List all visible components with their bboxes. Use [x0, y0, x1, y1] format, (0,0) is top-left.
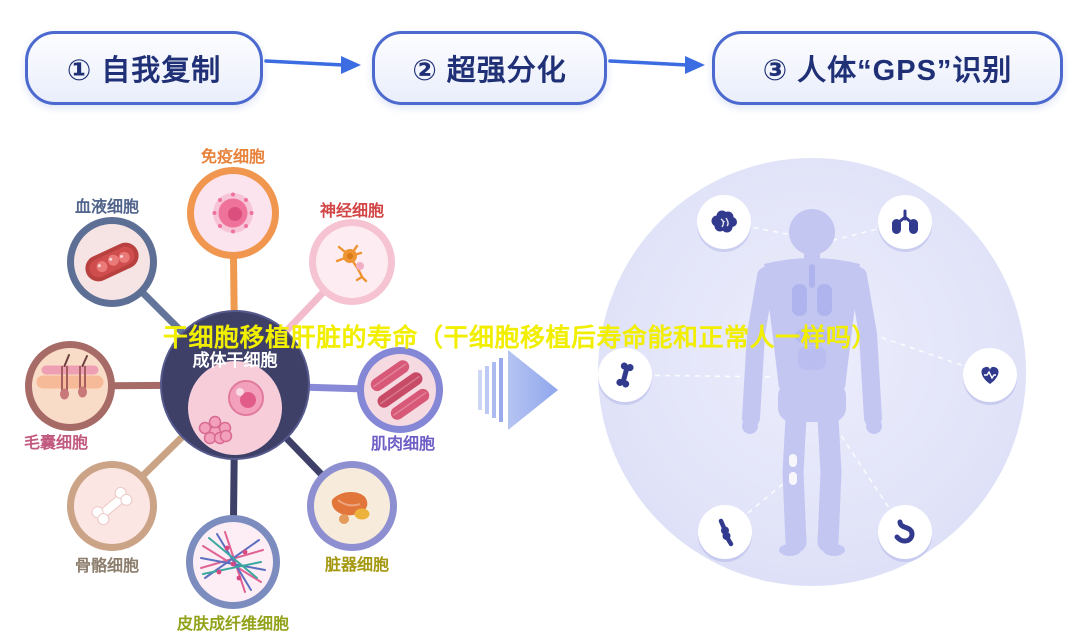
body-organs [792, 264, 832, 370]
hair-follicle-label: 毛囊细胞 [23, 435, 89, 452]
lungs-icon [878, 195, 932, 252]
step-pill-self-replication: ① 自我复制 [25, 31, 263, 105]
organ-cell-label: 脏器细胞 [324, 557, 390, 574]
brain-icon [697, 195, 751, 252]
adult-stem-cell-circle [160, 310, 310, 460]
stomach-icon [878, 505, 932, 562]
page-title: 干细胞移植肝脏的寿命（干细胞移植后寿命能和正常人一样吗） [163, 324, 878, 352]
bone-cell-label: 骨骼细胞 [74, 558, 140, 575]
arrow-right-icon [608, 56, 705, 74]
adult-stem-cell-label: 成体干细胞 [192, 351, 278, 370]
stem-cell-diagram [25, 167, 443, 609]
muscle-cell-circle [357, 347, 443, 433]
joint-icon [698, 505, 752, 562]
transition-arrow-icon [478, 350, 558, 430]
bone-cell-circle [67, 461, 157, 551]
human-body-diagram [598, 158, 1026, 586]
organ-cell-circle [307, 461, 397, 551]
bone-icon [598, 348, 652, 405]
skin-fibroblast-circle [186, 515, 280, 609]
skin-fibroblast-label: 皮肤成纤维细胞 [176, 616, 290, 633]
immune-cell-label: 免疫细胞 [200, 149, 266, 166]
blood-cell-circle [67, 217, 157, 307]
body-silhouette [742, 209, 882, 556]
step-label: ① 自我复制 [66, 55, 222, 87]
blood-cell-label: 血液细胞 [74, 199, 140, 216]
organ-icon-bubbles [598, 195, 1017, 562]
nerve-cell-label: 神经细胞 [319, 203, 385, 220]
step-pill-differentiation: ② 超强分化 [372, 31, 607, 105]
nerve-cell-circle [309, 219, 395, 305]
hair-follicle-circle [25, 341, 115, 431]
arrow-right-icon [264, 56, 361, 74]
heart-icon [963, 348, 1017, 405]
step-label: ③ 人体“GPS”识别 [762, 55, 1013, 87]
immune-cell-circle [187, 167, 279, 259]
muscle-cell-label: 肌肉细胞 [370, 436, 436, 453]
step-label: ② 超强分化 [412, 55, 567, 87]
knee-highlight [789, 454, 797, 485]
step-pill-gps-recognition: ③ 人体“GPS”识别 [712, 31, 1063, 105]
